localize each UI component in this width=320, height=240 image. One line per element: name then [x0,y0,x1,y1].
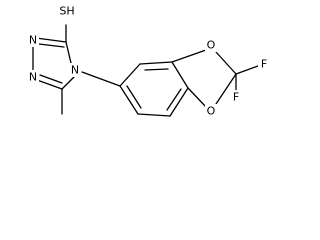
bond-n4-aryl [81,71,121,87]
bond-c4-c5-inner [166,88,182,111]
bond-c4-c5 [169,87,189,117]
atom-label-o-top: O [207,39,216,52]
bond-c5-n4 [61,76,75,90]
atom-label-o-bottom: O [207,105,216,118]
bond-otop-cf2 [215,51,237,75]
bond-cf2-f-right [235,65,259,75]
bond-c3-n2 [35,37,67,43]
atom-label-n2: N [29,34,37,47]
bond-n1-c5-double [39,74,63,84]
bond-cf2-obottom [215,73,237,105]
atom-label-n4: N [71,64,79,77]
bond-n1-c5 [36,79,63,90]
bond-c3-otop [171,49,207,63]
bond-n4-c3 [65,41,72,64]
atom-label-n1: N [29,71,37,84]
molecule-structure: SH N N N O O F F [28,4,268,118]
dioxole-ring [171,49,237,108]
bond-c6-c1 [119,85,139,115]
bond-c5-c6 [137,113,171,117]
triazole-ring [32,37,75,90]
bond-c6-c1-inner [126,85,142,109]
atom-label-sh: SH [59,5,74,18]
bond-c1-c2 [119,63,141,87]
bond-c3-n2-double [38,43,65,48]
benzene-ring [119,61,189,117]
bond-c3-c4 [171,61,189,89]
bond-c2-c3-inner [144,68,169,71]
bond-obottom-c4 [187,87,207,108]
bond-c2-c3 [139,61,173,65]
atom-label-f-bottom: F [233,91,239,104]
atom-label-f-right: F [261,58,267,71]
